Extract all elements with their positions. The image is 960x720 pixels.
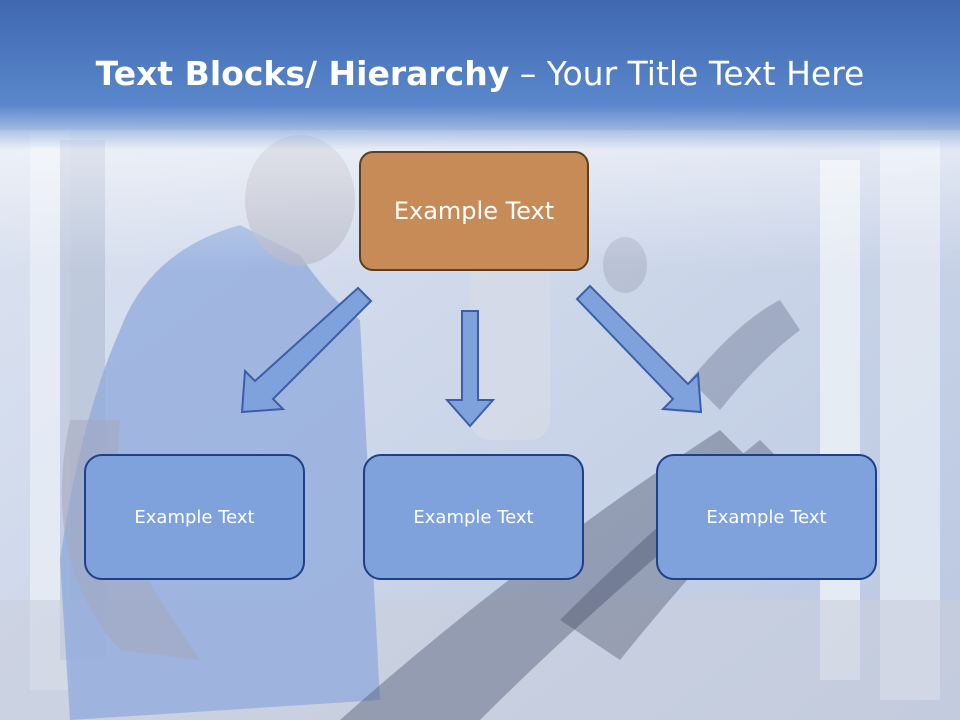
top-node[interactable]: Example Text	[359, 151, 589, 271]
child-node-label: Example Text	[706, 506, 827, 528]
top-node-label: Example Text	[393, 197, 555, 225]
title-bold-part: Text Blocks/ Hierarchy	[95, 54, 510, 93]
arrow-left	[240, 286, 373, 414]
title-regular-part: Your Title Text Here	[546, 54, 865, 93]
title-bar	[0, 0, 960, 150]
arrow-right	[575, 284, 703, 414]
child-node-right[interactable]: Example Text	[656, 454, 877, 580]
child-node-label: Example Text	[134, 506, 255, 528]
child-node-center[interactable]: Example Text	[363, 454, 584, 580]
arrow-center	[444, 310, 496, 428]
slide-title: Text Blocks/ Hierarchy – Your Title Text…	[0, 54, 960, 93]
child-node-left[interactable]: Example Text	[84, 454, 305, 580]
child-node-label: Example Text	[413, 506, 534, 528]
title-dash: –	[509, 54, 547, 93]
